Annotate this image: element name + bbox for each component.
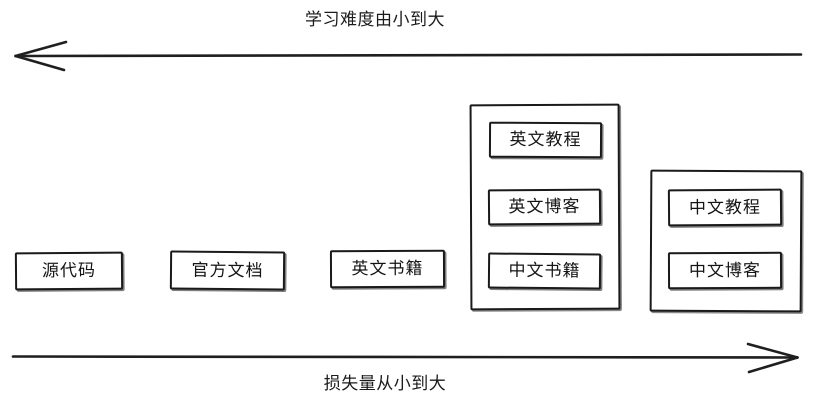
node-label: 官方文档: [191, 260, 264, 281]
bottom-axis-label: 损失量从小到大: [323, 374, 447, 394]
node-chinese-tutorials[interactable]: 中文教程: [667, 188, 783, 227]
top-axis-label: 学习难度由小到大: [305, 10, 445, 30]
node-english-blogs[interactable]: 英文博客: [487, 188, 602, 226]
node-label: 中文博客: [688, 260, 762, 281]
bottom-axis-arrow-right: [11, 342, 799, 374]
node-official-docs[interactable]: 官方文档: [169, 250, 286, 291]
node-label: 英文书籍: [351, 258, 424, 280]
top-axis-arrow-left: [14, 40, 803, 72]
node-source-code[interactable]: 源代码: [14, 251, 124, 291]
node-label: 英文教程: [509, 129, 582, 151]
node-english-tutorials[interactable]: 英文教程: [488, 121, 603, 159]
node-chinese-blogs[interactable]: 中文博客: [667, 251, 783, 290]
node-label: 源代码: [41, 260, 97, 282]
node-chinese-books[interactable]: 中文书籍: [487, 252, 602, 290]
node-label: 中文书籍: [508, 260, 581, 282]
node-english-books[interactable]: 英文书籍: [329, 249, 446, 289]
node-label: 英文博客: [508, 196, 581, 218]
node-label: 中文教程: [688, 197, 762, 218]
